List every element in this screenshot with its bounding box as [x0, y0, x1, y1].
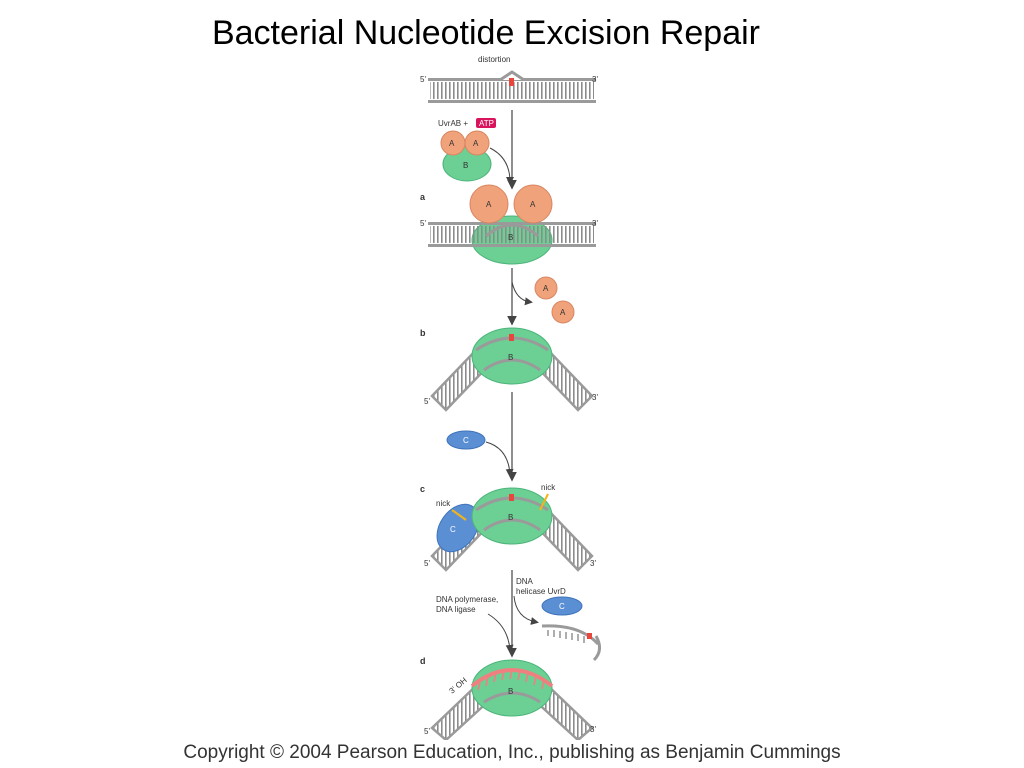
protein-a-label: A	[449, 139, 455, 148]
polymerase-label-line2: DNA ligase	[436, 605, 476, 614]
new-bases	[477, 669, 545, 691]
dna-bottom-strand	[483, 518, 541, 532]
nick-label-right: nick	[541, 483, 556, 492]
protein-b-label: B	[508, 687, 513, 696]
five-prime-label: 5'	[420, 75, 426, 84]
protein-c-label: C	[450, 525, 456, 534]
excised-bases	[547, 630, 585, 643]
uvrC-protein	[446, 430, 486, 450]
initial-dna: distortion 5' 3'	[420, 55, 598, 103]
protein-c-label: C	[559, 602, 565, 611]
three-prime-label: 3'	[592, 219, 598, 228]
protein-a-label: A	[560, 308, 566, 317]
protein-a-label: A	[486, 200, 492, 209]
three-prime-label: 3'	[590, 559, 596, 568]
step-c-label: c	[420, 484, 425, 494]
dna-bottom-strand	[483, 358, 541, 372]
nick-label-left: nick	[436, 499, 451, 508]
binding-arrow	[489, 147, 514, 185]
dna-bottom-strand	[428, 100, 596, 103]
protein-a-label: A	[473, 139, 479, 148]
release-arrow	[511, 281, 533, 306]
binding-arrow	[487, 613, 514, 653]
atp-badge	[476, 118, 496, 128]
excised-oligonucleotide-tail	[592, 635, 601, 662]
uvrA-protein	[464, 130, 490, 156]
dna-bend	[485, 223, 539, 238]
helicase-label-line1: DNA	[516, 577, 534, 586]
uvrA-protein	[551, 300, 575, 324]
atp-label: ATP	[479, 119, 494, 128]
five-prime-label: 5'	[424, 559, 430, 568]
step-b-label: b	[420, 328, 426, 338]
uvrA-protein	[513, 184, 553, 224]
three-prime-label: 3'	[592, 393, 598, 402]
dna-bottom-strand	[483, 691, 541, 704]
step-d-label: d	[420, 656, 426, 666]
lesion-mark	[587, 633, 592, 639]
protein-a-label: A	[530, 200, 536, 209]
distortion-label: distortion	[478, 55, 510, 64]
three-prime-label: 3'	[590, 725, 596, 734]
excised-oligonucleotide	[541, 624, 600, 646]
uvrA-protein	[534, 276, 558, 300]
five-prime-label: 5'	[424, 727, 430, 736]
lesion-mark	[509, 494, 514, 501]
step-a-label: a	[420, 192, 426, 202]
protein-a-label: A	[543, 284, 549, 293]
step-d: d B 3' OH 5' 3'	[420, 656, 596, 740]
binding-arrow	[485, 441, 514, 477]
dna-base-pairs	[430, 226, 594, 243]
polymerase-label-line1: DNA polymerase,	[436, 595, 498, 604]
lesion-mark	[509, 78, 514, 86]
five-prime-label: 5'	[424, 397, 430, 406]
uvrA-protein	[469, 184, 509, 224]
nick-arrow-left	[451, 509, 467, 521]
protein-c-label: C	[463, 436, 469, 445]
helicase-label-line2: helicase UvrD	[516, 587, 566, 596]
uvrab-label: UvrAB +	[438, 119, 468, 128]
excision-products: DNA helicase UvrD C DNA polymerase, DNA …	[436, 577, 601, 662]
distortion-bulge	[499, 70, 525, 82]
protein-b-label: B	[508, 513, 513, 522]
release-arrow	[513, 595, 539, 625]
three-oh-label: 3' OH	[448, 676, 469, 696]
protein-b-label: B	[508, 233, 513, 242]
uvrC-protein	[436, 503, 480, 553]
uvrab-complex: UvrAB + ATP A A B	[438, 118, 514, 185]
protein-b-label: B	[463, 161, 468, 170]
three-prime-label: 3'	[592, 75, 598, 84]
uvrC-incoming: C	[446, 430, 514, 477]
protein-b-label: B	[508, 353, 513, 362]
nick-arrow-right	[539, 493, 549, 511]
dna-base-pairs	[430, 82, 594, 99]
copyright-notice: Copyright © 2004 Pearson Education, Inc.…	[183, 742, 841, 763]
step-a: a A A B 5' 3'	[420, 184, 598, 265]
step-b: b B 5' 3'	[420, 327, 598, 412]
page-title: Bacterial Nucleotide Excision Repair	[211, 14, 761, 52]
lesion-mark	[509, 334, 514, 341]
released-uvrA: A A	[511, 276, 575, 324]
uvrC-protein	[541, 596, 583, 616]
step-c: c C B nick nick 5' 3'	[420, 483, 596, 572]
five-prime-label: 5'	[420, 219, 426, 228]
dna-bottom-strand	[428, 244, 596, 247]
ner-diagram: distortion 5' 3' UvrAB + ATP A A B a A A…	[420, 55, 601, 740]
